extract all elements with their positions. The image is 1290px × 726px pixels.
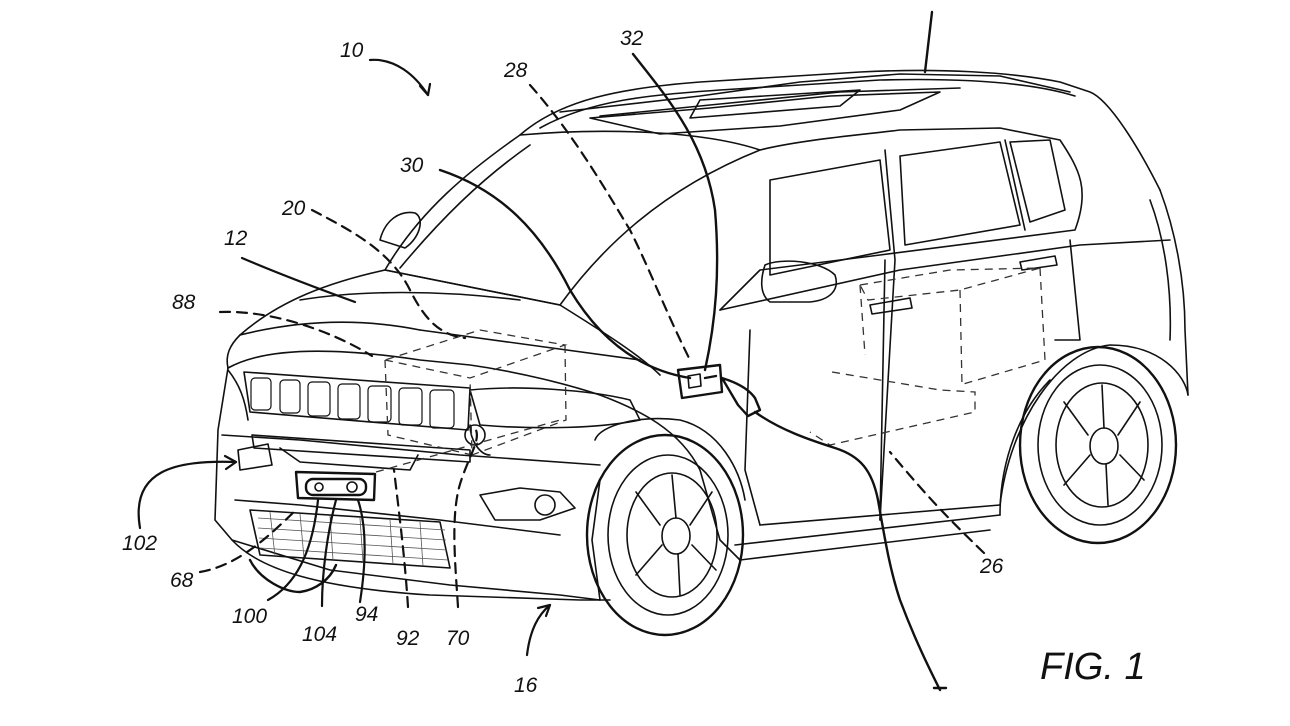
lower-mesh	[257, 511, 449, 567]
grille	[243, 371, 471, 471]
reference-label-26: 26	[980, 555, 1004, 578]
reference-label-30: 30	[400, 154, 424, 177]
reference-label-100: 100	[232, 605, 268, 628]
reference-label-68: 68	[170, 569, 194, 592]
vehicle-body	[214, 69, 1189, 601]
reference-label-92: 92	[396, 627, 420, 650]
reference-label-12: 12	[224, 227, 248, 250]
reference-label-32: 32	[620, 27, 644, 50]
charging-plug	[720, 376, 762, 418]
reference-label-28: 28	[504, 59, 528, 82]
reference-label-88: 88	[172, 291, 196, 314]
antenna	[923, 10, 934, 74]
reference-label-94: 94	[355, 603, 379, 626]
left-front-tire	[248, 558, 338, 594]
charging-cable	[753, 410, 942, 692]
reference-label-104: 104	[302, 623, 338, 646]
reference-label-20: 20	[282, 197, 306, 220]
reference-label-102: 102	[122, 532, 158, 555]
charge-port	[676, 363, 724, 400]
reference-label-16: 16	[514, 674, 538, 697]
sensor-module	[294, 470, 377, 502]
figure-caption: FIG. 1	[1040, 646, 1146, 688]
hidden-components	[375, 267, 1046, 473]
leader-lines	[137, 52, 986, 657]
rear-wheel	[1018, 345, 1178, 545]
reference-label-10: 10	[340, 39, 364, 62]
front-wheel	[585, 433, 745, 637]
reference-label-70: 70	[446, 627, 470, 650]
